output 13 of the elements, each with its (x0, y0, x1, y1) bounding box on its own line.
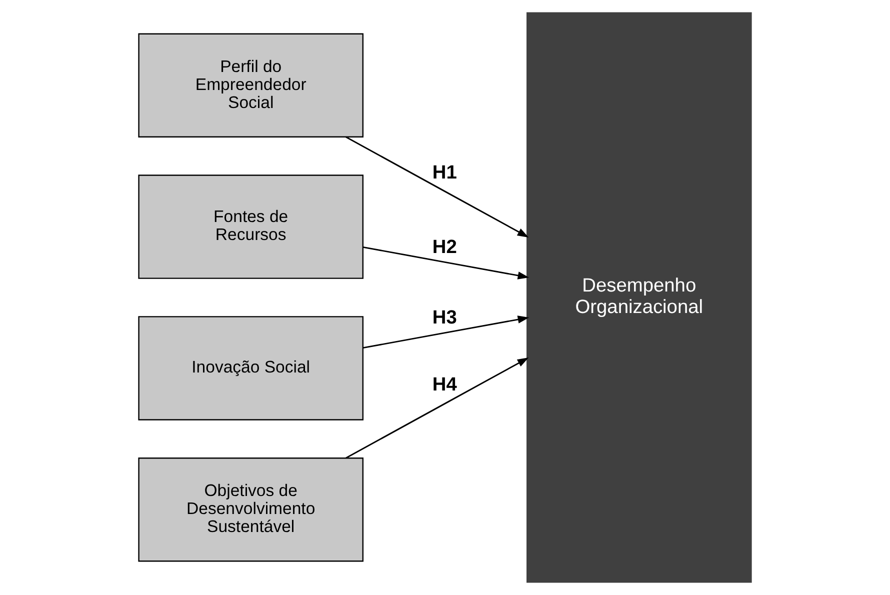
edge-label: H1 (432, 162, 457, 184)
node-box: Desempenho Organizacional (526, 12, 752, 583)
edge-label: H4 (432, 374, 457, 396)
arrow (346, 136, 529, 238)
edge-label: H2 (432, 236, 457, 258)
arrow (346, 358, 529, 459)
edge-label: H3 (432, 308, 457, 329)
node-box: Inovação Social (138, 316, 364, 420)
arrow (363, 246, 530, 280)
arrow (363, 316, 530, 349)
node-box: Fontes de Recursos (138, 174, 364, 279)
node-box: Objetivos de Desenvolvimento Sustentável (138, 458, 364, 562)
node-box: Perfil do Empreendedor Social (138, 33, 364, 138)
